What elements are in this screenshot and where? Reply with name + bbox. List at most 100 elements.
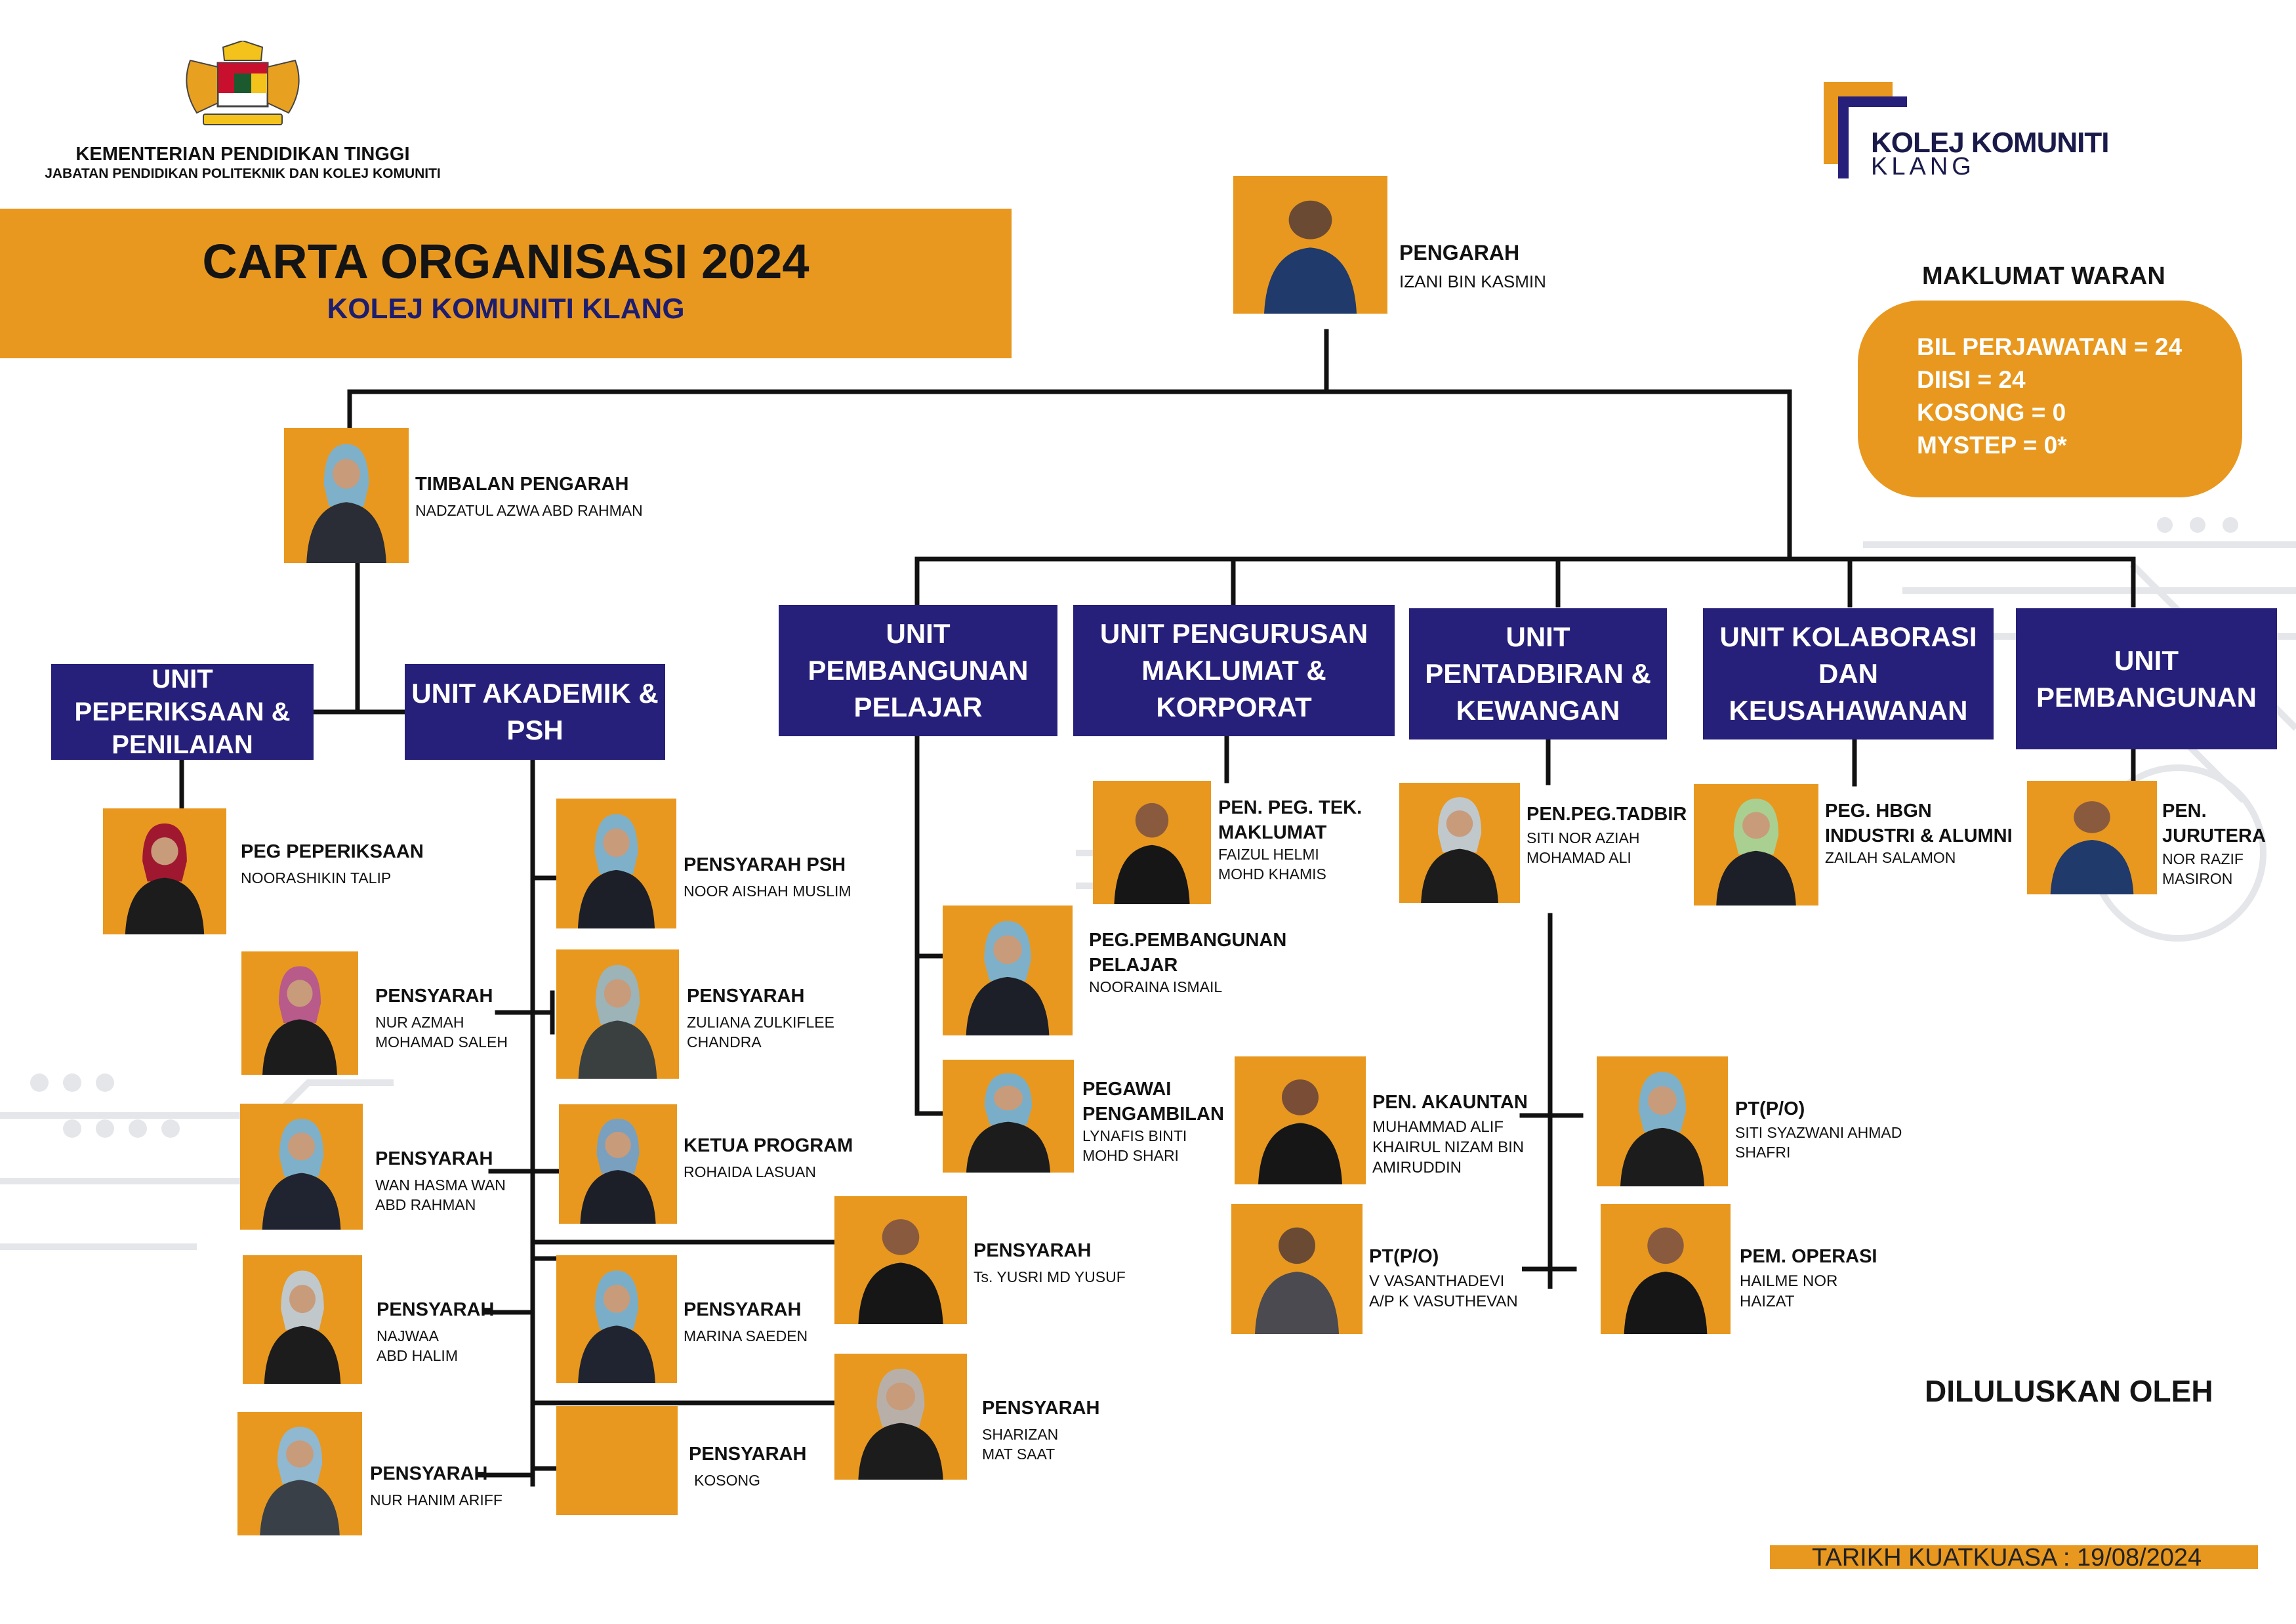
person-peg-pembangunan-pelajar: PEG.PEMBANGUNAN PELAJAR NOORAINA ISMAIL bbox=[1089, 928, 1286, 997]
photo-pen-peg-tadbir bbox=[1399, 783, 1520, 903]
photo-timbalan-pengarah bbox=[284, 428, 409, 563]
person-pensyarah-nur-azmah: PENSYARAH NUR AZMAH MOHAMAD SALEH bbox=[375, 984, 508, 1052]
person-name: NOR RAZIF MASIRON bbox=[2162, 850, 2244, 888]
role-label: PT(P/O) bbox=[1735, 1098, 1805, 1119]
person-name: SHARIZAN MAT SAAT bbox=[982, 1425, 1059, 1463]
page-title: CARTA ORGANISASI 2024 bbox=[202, 234, 810, 289]
person-name: NUR AZMAH MOHAMAD SALEH bbox=[375, 1013, 508, 1051]
role-label: PENSYARAH bbox=[375, 1148, 493, 1169]
role-label: PEN. JURUTERA bbox=[2162, 801, 2266, 846]
person-name: FAIZUL HELMI MOHD KHAMIS bbox=[1218, 846, 1326, 883]
person-name: ZAILAH SALAMON bbox=[1825, 849, 1956, 867]
unit-pembangunan-pelajar: UNIT PEMBANGUNAN PELAJAR bbox=[779, 605, 1057, 736]
photo-pensyarah-zuliana bbox=[556, 949, 679, 1079]
photo-pensyarah-najwaa bbox=[243, 1255, 362, 1384]
role-label: PENSYARAH bbox=[370, 1463, 488, 1484]
person-name: HAILME NOR HAIZAT bbox=[1740, 1272, 1838, 1310]
warrant-info-box: BIL PERJAWATAN = 24 DIISI = 24 KOSONG = … bbox=[1858, 301, 2242, 497]
ministry-name: KEMENTERIAN PENDIDIKAN TINGGI bbox=[75, 144, 410, 165]
person-name: MARINA SAEDEN bbox=[684, 1327, 808, 1344]
photo-pt-siti-syazwani bbox=[1597, 1056, 1728, 1186]
role-label: PEN. PEG. TEK. MAKLUMAT bbox=[1218, 797, 1363, 843]
role-label: PEG.PEMBANGUNAN PELAJAR bbox=[1089, 930, 1287, 976]
person-name: ZULIANA ZULKIFLEE CHANDRA bbox=[687, 1013, 834, 1051]
person-name: V VASANTHADEVI A/P K VASUTHEVAN bbox=[1369, 1272, 1518, 1310]
person-pensyarah-nur-hanim: PENSYARAH NUR HANIM ARIFF bbox=[370, 1462, 502, 1510]
person-pem-operasi: PEM. OPERASI HAILME NOR HAIZAT bbox=[1740, 1245, 1877, 1312]
person-pensyarah-wan-hasma: PENSYARAH WAN HASMA WAN ABD RAHMAN bbox=[375, 1147, 506, 1215]
role-label: PENSYARAH bbox=[974, 1240, 1092, 1261]
person-name: MUHAMMAD ALIF KHAIRUL NIZAM BIN AMIRUDDI… bbox=[1372, 1117, 1525, 1177]
unit-pengurusan-maklumat-korporat: UNIT PENGURUSAN MAKLUMAT & KORPORAT bbox=[1073, 605, 1395, 736]
unit-pembangunan: UNIT PEMBANGUNAN bbox=[2016, 608, 2277, 749]
person-name: NAJWAA ABD HALIM bbox=[377, 1327, 458, 1364]
warrant-line: MYSTEP = 0* bbox=[1917, 432, 2067, 459]
person-name: Ts. YUSRI MD YUSUF bbox=[974, 1268, 1126, 1285]
person-pensyarah-najwaa: PENSYARAH NAJWAA ABD HALIM bbox=[377, 1298, 494, 1365]
person-name: LYNAFIS BINTI MOHD SHARI bbox=[1082, 1127, 1187, 1165]
person-name: SITI SYAZWANI AHMAD SHAFRI bbox=[1735, 1123, 1902, 1161]
college-logo-name: KOLEJ KOMUNITI bbox=[1871, 127, 2109, 159]
role-label: PENGARAH bbox=[1399, 241, 1520, 264]
unit-peperiksaan-penilaian: UNIT PEPERIKSAAN & PENILAIAN bbox=[51, 664, 314, 760]
page-subtitle: KOLEJ KOMUNITI KLANG bbox=[327, 293, 685, 325]
unit-akademik-psh: UNIT AKADEMIK & PSH bbox=[405, 664, 665, 760]
role-label: PEM. OPERASI bbox=[1740, 1246, 1877, 1267]
role-label: PENSYARAH bbox=[684, 1299, 802, 1320]
person-name: NUR HANIM ARIFF bbox=[370, 1491, 502, 1509]
person-pen-akauntan: PEN. AKAUNTAN MUHAMMAD ALIF KHAIRUL NIZA… bbox=[1372, 1091, 1528, 1178]
role-label: PEG PEPERIKSAAN bbox=[241, 841, 424, 862]
person-pensyarah-sharizan: PENSYARAH SHARIZAN MAT SAAT bbox=[982, 1396, 1099, 1464]
person-pensyarah-kosong: PENSYARAH KOSONG bbox=[689, 1442, 806, 1491]
college-logo: KOLEJ KOMUNITI KLANG bbox=[1824, 82, 2109, 189]
role-label: PENSYARAH bbox=[687, 986, 805, 1007]
person-pengarah: PENGARAH IZANI BIN KASMIN bbox=[1399, 239, 1546, 293]
person-pen-peg-tadbir: PEN.PEG.TADBIR SITI NOR AZIAH MOHAMAD AL… bbox=[1527, 802, 1687, 867]
person-pt-siti-syazwani: PT(P/O) SITI SYAZWANI AHMAD SHAFRI bbox=[1735, 1097, 1902, 1162]
photo-pensyarah-nur-azmah bbox=[241, 951, 358, 1075]
person-timbalan-pengarah: TIMBALAN PENGARAH NADZATUL AZWA ABD RAHM… bbox=[415, 472, 643, 521]
person-pensyarah-zuliana: PENSYARAH ZULIANA ZULKIFLEE CHANDRA bbox=[687, 984, 834, 1052]
photo-pensyarah-psh bbox=[556, 799, 676, 928]
ministry-heading: KEMENTERIAN PENDIDIKAN TINGGI JABATAN PE… bbox=[26, 143, 459, 182]
person-name: ROHAIDA LASUAN bbox=[684, 1163, 816, 1180]
unit-pentadbiran-kewangan: UNIT PENTADBIRAN & KEWANGAN bbox=[1409, 608, 1667, 739]
person-name: SITI NOR AZIAH MOHAMAD ALI bbox=[1527, 829, 1640, 866]
photo-peg-pembangunan-pelajar bbox=[943, 906, 1073, 1035]
role-label: TIMBALAN PENGARAH bbox=[415, 474, 629, 495]
role-label: PENSYARAH bbox=[377, 1299, 495, 1320]
photo-pensyarah-yusri bbox=[834, 1196, 967, 1324]
person-name: NADZATUL AZWA ABD RAHMAN bbox=[415, 501, 643, 519]
role-label: PEGAWAI PENGAMBILAN bbox=[1082, 1079, 1224, 1125]
role-label: PEG. HBGN INDUSTRI & ALUMNI bbox=[1825, 801, 2013, 846]
photo-pen-jurutera bbox=[2027, 781, 2157, 894]
person-name: WAN HASMA WAN ABD RAHMAN bbox=[375, 1176, 506, 1213]
unit-kolaborasi-keusahawanan: UNIT KOLABORASI DAN KEUSAHAWANAN bbox=[1703, 608, 1994, 739]
role-label: PENSYARAH bbox=[375, 986, 493, 1007]
person-name: IZANI BIN KASMIN bbox=[1399, 271, 1546, 291]
role-label: PENSYARAH bbox=[982, 1398, 1100, 1419]
photo-pensyarah-sharizan bbox=[834, 1354, 967, 1480]
title-banner: CARTA ORGANISASI 2024 KOLEJ KOMUNITI KLA… bbox=[0, 209, 1012, 358]
role-label: PEN. AKAUNTAN bbox=[1372, 1092, 1528, 1113]
person-pt-vasanthadevi: PT(P/O) V VASANTHADEVI A/P K VASUTHEVAN bbox=[1369, 1245, 1518, 1312]
person-pensyarah-yusri: PENSYARAH Ts. YUSRI MD YUSUF bbox=[974, 1239, 1126, 1287]
photo-pensyarah-kosong bbox=[556, 1406, 678, 1515]
role-label: PEN.PEG.TADBIR bbox=[1527, 804, 1687, 825]
photo-pem-operasi bbox=[1601, 1204, 1731, 1334]
malaysia-crest-logo bbox=[177, 39, 308, 133]
warrant-title: MAKLUMAT WARAN bbox=[1922, 262, 2165, 290]
person-pen-jurutera: PEN. JURUTERA NOR RAZIF MASIRON bbox=[2162, 799, 2266, 889]
warrant-line: KOSONG = 0 bbox=[1917, 399, 2066, 426]
role-label: PENSYARAH PSH bbox=[684, 854, 846, 875]
photo-pensyarah-wan-hasma bbox=[240, 1104, 363, 1230]
person-name: NOORAINA ISMAIL bbox=[1089, 978, 1223, 996]
photo-pensyarah-marina bbox=[556, 1255, 677, 1383]
person-name: NOORASHIKIN TALIP bbox=[241, 869, 392, 886]
person-ketua-program: KETUA PROGRAM ROHAIDA LASUAN bbox=[684, 1134, 853, 1182]
role-label: KETUA PROGRAM bbox=[684, 1135, 853, 1156]
college-logo-city: KLANG bbox=[1871, 153, 1975, 180]
person-pegawai-pengambilan: PEGAWAI PENGAMBILAN LYNAFIS BINTI MOHD S… bbox=[1082, 1077, 1224, 1166]
photo-peg-hbgn-industri bbox=[1694, 784, 1818, 906]
